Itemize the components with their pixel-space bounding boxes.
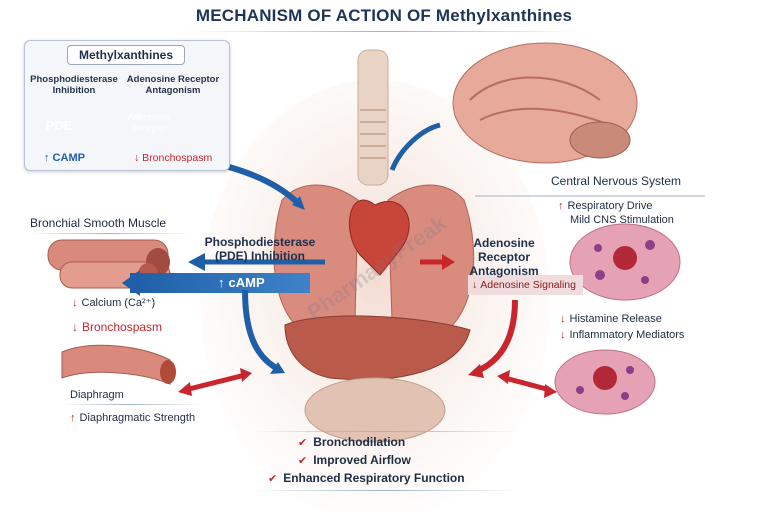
diaphragm-effect: ↑Diaphragmatic Strength [70, 412, 196, 424]
down-arrow-icon: ↓ [72, 297, 78, 309]
inset-heading: Methylxanthines [67, 45, 185, 65]
up-arrow-icon: ↑ [70, 412, 76, 424]
calcium-label: ↓Calcium (Ca²⁺) [72, 297, 156, 309]
pde-inhibition-label: Phosphodiesterase (PDE) Inhibition [204, 235, 316, 263]
down-arrow-icon: ↓ [560, 313, 566, 325]
outcome-respiratory-function: ✔Enhanced Respiratory Function [268, 471, 465, 485]
liver-icon [284, 315, 471, 381]
receptor-badge: Adenosine Receptor [127, 112, 171, 133]
trachea-icon [357, 49, 389, 186]
page-title: MECHANISM OF ACTION OF Methylxanthines [195, 6, 573, 25]
brain-arrow [389, 122, 441, 171]
camp-band [130, 273, 310, 293]
adenosine-signaling-label: ↓Adenosine Signaling [472, 279, 576, 291]
bronchospasm-label: ↓Bronchospasm [72, 320, 163, 334]
intestine-icon [304, 377, 446, 443]
bronchial-muscle-icon [47, 239, 171, 289]
camp-label: ↑cAMP [218, 275, 265, 290]
outcome-airflow: ✔Improved Airflow [298, 453, 411, 467]
outcomes-divider-top [252, 431, 517, 432]
bronchial-divider [26, 233, 191, 234]
down-arrow-icon: ↓ [72, 320, 78, 334]
check-icon: ✔ [298, 455, 308, 467]
inset-left-label: Phosphodiesterase Inhibition [30, 74, 118, 96]
cns-effect-1: ↑Respiratory Drive [558, 200, 653, 212]
outcomes-divider-bottom [252, 490, 517, 491]
right-curve-arrow [473, 299, 518, 375]
check-icon: ✔ [268, 473, 278, 485]
bronchial-heading: Bronchial Smooth Muscle [30, 216, 167, 230]
mast-effect-1: ↓Histamine Release [560, 313, 662, 325]
inset-left-effect: ↑ CAMP [44, 152, 85, 164]
torso-silhouette [200, 80, 550, 512]
diaphragm-muscle-icon [61, 344, 176, 385]
check-icon: ✔ [298, 437, 308, 449]
title-divider [190, 31, 580, 32]
mast-cell-top-icon [569, 223, 681, 301]
diaphragm-divider [60, 404, 200, 405]
left-curve-arrow [242, 289, 282, 373]
inset-right-effect: ↓ Bronchospasm [134, 152, 213, 164]
mast-cell-bottom-icon [554, 349, 656, 415]
diaphragm-double-arrow [184, 372, 246, 393]
adenosine-antagonism-label: Adenosine Receptor Antagonism [469, 236, 539, 278]
down-arrow-icon: ↓ [472, 279, 478, 291]
mast-double-arrow [504, 375, 551, 393]
pde-badge: PDE [45, 118, 73, 133]
up-arrow-icon: ↑ [218, 275, 225, 290]
down-arrow-icon: ↓ [560, 329, 566, 341]
heart-icon [348, 199, 410, 276]
adenosine-band [468, 275, 583, 295]
cns-effect-2: Mild CNS Stimulation [570, 214, 674, 226]
cns-heading: Central Nervous System [551, 174, 682, 188]
diaphragm-heading: Diaphragm [70, 389, 124, 401]
outcome-bronchodilation: ✔Bronchodilation [298, 435, 406, 449]
up-arrow-icon: ↑ [558, 200, 564, 212]
inset-right-label: Adenosine Receptor Antagonism [126, 74, 220, 96]
mast-effect-2: ↓Inflammatory Mediators [560, 329, 685, 341]
